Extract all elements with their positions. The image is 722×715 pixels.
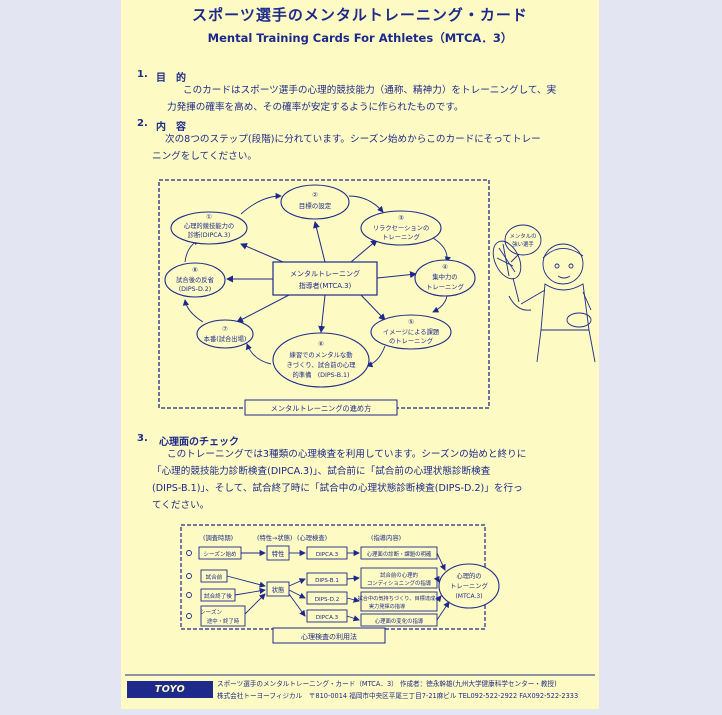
step-1-line-2: 診断(DIPCA.3) — [188, 230, 231, 239]
speech-bubble-line-2: 強い選手 — [512, 240, 534, 248]
diagrams-svg: メンタルトレーニング 指導者(MTCA.3) ① 心理的競技能力の — [125, 179, 596, 676]
step-7-line-1: 本番(試合出場) — [204, 334, 247, 343]
cycle-caption: メンタルトレーニングの進め方 — [271, 404, 372, 413]
step-4-line-1: 集中力の — [432, 272, 457, 281]
section-1-line-1: このカードはスポーツ選手の心理的競技能力（通称、精神力）をトレーニングして、実 — [183, 85, 557, 96]
step-1-number: ① — [206, 213, 212, 221]
section-1-heading: 目 的 — [156, 73, 186, 84]
footer-line-1: スポーツ選手のメンタルトレーニング・カード（MTCA．3） 作成者：徳永幹雄(九… — [217, 680, 557, 688]
guidance-4: 心理面の変化の指導 — [375, 617, 424, 625]
time-box-season-mid — [200, 605, 246, 627]
section-3-line-2: 「心理的競技能力診断検査(DIPCA.3)」、試合前に「試合前の心理状態診断検査 — [152, 466, 491, 477]
guidance-2a: 試合前の心理的 — [380, 571, 418, 579]
title-english: Mental Training Cards For Athletes（MTCA．… — [207, 31, 513, 45]
step-6-number: ⑥ — [318, 340, 324, 348]
time-season-sub: 途中・終了時 — [207, 617, 240, 625]
footer-line-2: 株式会社トーヨーフィジカル 〒810-0014 福岡市中央区平尾三丁目7-21麻… — [217, 692, 579, 700]
section-1-number: 1. — [137, 69, 148, 80]
company-logo: TOYO PHYSICAL — [127, 681, 213, 712]
section-2-heading: 内 容 — [156, 122, 186, 133]
trait-label: 特性 — [272, 549, 285, 558]
step-8-line-2: (DIPS-D.2) — [179, 286, 212, 293]
center-label-1: メンタルトレーニング — [290, 269, 360, 278]
result-node — [438, 563, 500, 609]
card-sheet: スポーツ選手のメンタルトレーニング・カード Mental Training Ca… — [121, 0, 599, 712]
step-7-number: ⑦ — [222, 325, 228, 333]
section-3-heading: 心理面のチェック — [159, 437, 239, 448]
step-2-number: ② — [312, 191, 318, 199]
header-trait-state: (特性→状態) — [257, 533, 292, 542]
step-6-line-2: きづくり、試合前の心理 — [286, 360, 356, 369]
time-pre-match: 試合前 — [206, 573, 223, 581]
section-2-line-1: 次の8つのステップ(段階)に分れています。シーズン始めからこのカードにそってトレ… — [165, 134, 541, 145]
guidance-1: 心理面の診断・課題の明確 — [367, 550, 432, 558]
step-6-line-3: 的準備 (DIPS-B.1) — [293, 370, 350, 379]
result-line-2: トレーニング — [450, 581, 488, 590]
step-3-line-2: トレーニング — [382, 232, 420, 241]
step-8-number: ⑧ — [192, 266, 198, 274]
test-dipca-1: DIPCA.3 — [316, 552, 339, 558]
step-6-line-1: 練習でのメンタルな動 — [290, 350, 353, 359]
step-3-node — [360, 210, 442, 246]
step-1-node — [170, 211, 248, 245]
result-line-3: (MTCA.3) — [455, 593, 482, 600]
step-8-node — [164, 262, 226, 298]
section-3-line-1: このトレーニングでは3種類の心理検査を利用しています。シーズンの始めと終りに — [167, 449, 527, 460]
header-period: (調査時期) — [203, 533, 233, 542]
test-dipca-2: DIPCA.3 — [316, 615, 339, 621]
step-6-node — [272, 332, 370, 388]
step-8-line-1: 試合後の反省 — [176, 275, 214, 284]
section-1-line-2: 力発揮の確率を高め、その確率が安定するように作られたものです。 — [167, 102, 464, 113]
test-dips-b1: DIPS-B.1 — [315, 578, 339, 584]
center-label-2: 指導者(MTCA.3) — [299, 281, 352, 290]
step-5-number: ⑤ — [408, 318, 414, 326]
time-season-start: シーズン始め — [203, 550, 237, 558]
time-bullets — [186, 550, 192, 619]
step-5-line-2: のトレーニング — [389, 336, 434, 345]
step-4-node — [414, 259, 476, 297]
footer: TOYO PHYSICAL スポーツ選手のメンタルトレーニング・カード（MTCA… — [121, 675, 599, 712]
check-caption: 心理検査の利用法 — [301, 632, 357, 641]
center-box — [272, 261, 378, 296]
step-2-node — [280, 184, 350, 220]
spoke-arrows — [226, 221, 417, 333]
guidance-3b: 実力発揮の指導 — [369, 602, 405, 610]
section-3-line-4: てください。 — [152, 500, 210, 511]
step-4-line-2: トレーニング — [426, 282, 464, 291]
check-caption-box — [272, 627, 386, 644]
step-1-line-1: 心理的競技能力の — [184, 221, 234, 230]
state-label: 状態 — [272, 585, 285, 594]
title-japanese: スポーツ選手のメンタルトレーニング・カード — [192, 6, 528, 24]
speech-bubble-line-1: メンタルの — [510, 232, 537, 240]
step-5-node — [370, 314, 452, 350]
tennis-player-illustration — [492, 224, 596, 363]
guidance-3a: 試合中の気持ちづくり、目標達成、 — [358, 594, 441, 602]
result-line-1: 心理的の — [456, 571, 481, 580]
cycle-caption-box — [244, 399, 398, 416]
time-season: シーズン — [200, 608, 223, 616]
section-2-line-2: ニングをしてください。 — [152, 151, 257, 162]
step-3-line-1: リラクセーションの — [373, 224, 430, 232]
test-dips-d2: DIPS-D.2 — [315, 597, 340, 603]
header-test: (心理検査) — [297, 533, 327, 542]
check-flow-arrows — [226, 549, 450, 622]
state-box — [266, 581, 290, 597]
step-7-node — [196, 319, 254, 349]
step-5-line-1: イメージによる課題 — [383, 327, 440, 336]
header-guidance: (指導内容) — [371, 533, 401, 542]
section-3-line-3: (DIPS-B.1)」、そして、試合終了時に「試合中の心理状態診断検査(DIPS… — [152, 483, 523, 494]
section-3-number: 3. — [137, 433, 148, 444]
guidance-2b: コンディショニングの指導 — [367, 579, 432, 587]
step-2-line-1: 目標の設定 — [299, 201, 332, 210]
section-2-number: 2. — [137, 118, 148, 129]
step-3-number: ③ — [398, 214, 404, 222]
time-post-match: 試合終了後 — [204, 592, 232, 600]
step-4-number: ④ — [442, 263, 448, 271]
